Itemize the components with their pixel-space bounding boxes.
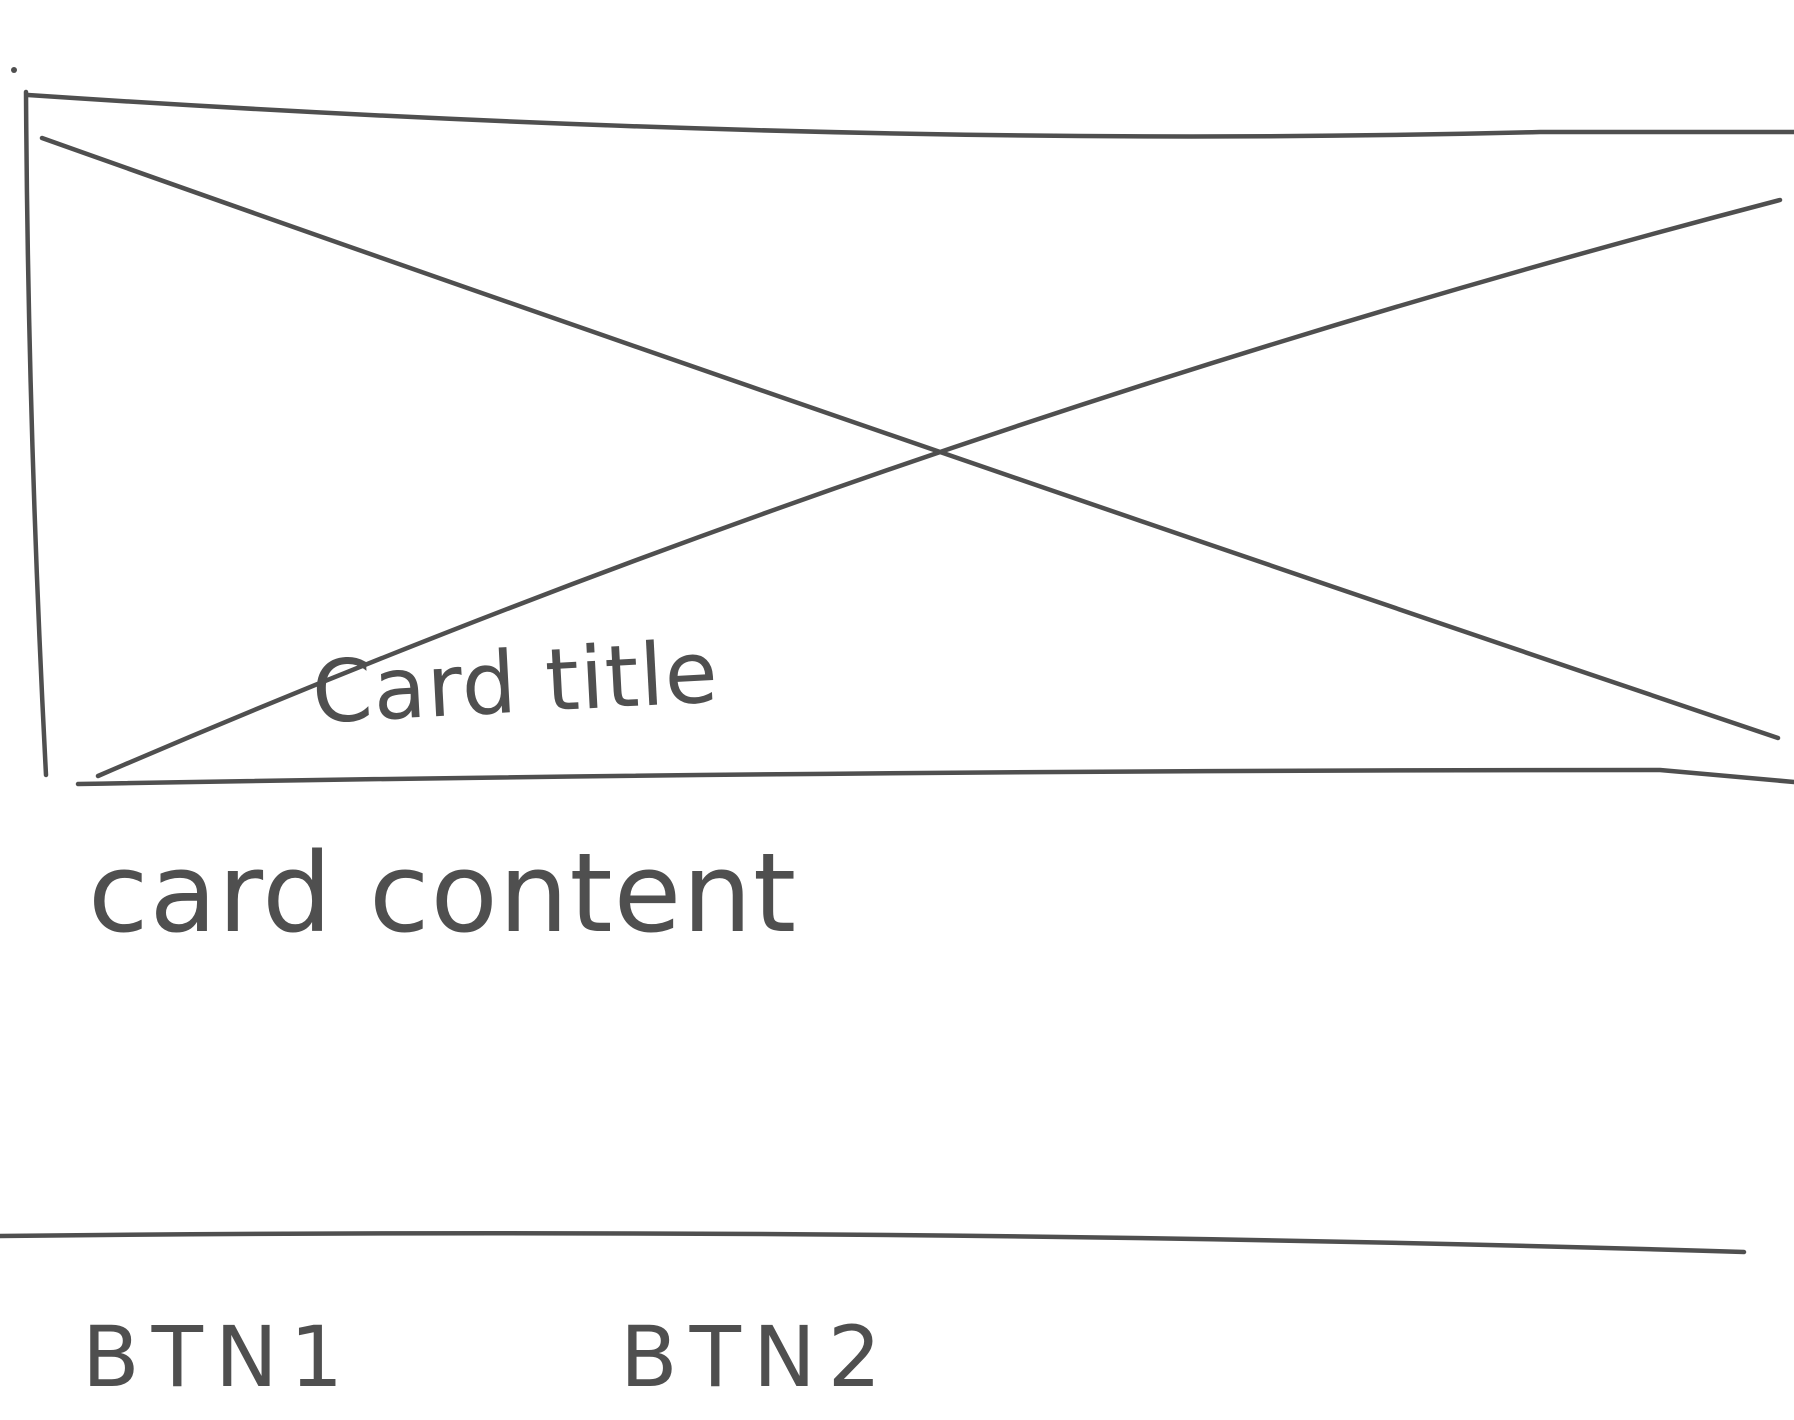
divider xyxy=(0,1230,1747,1255)
card-content: card content xyxy=(88,829,798,957)
btn2-button[interactable]: BTN2 xyxy=(620,1308,894,1406)
sketch-dot xyxy=(11,67,17,73)
card-title: Card title xyxy=(309,622,722,744)
btn1-button[interactable]: BTN1 xyxy=(82,1308,356,1406)
image-placeholder-icon xyxy=(23,89,1794,787)
